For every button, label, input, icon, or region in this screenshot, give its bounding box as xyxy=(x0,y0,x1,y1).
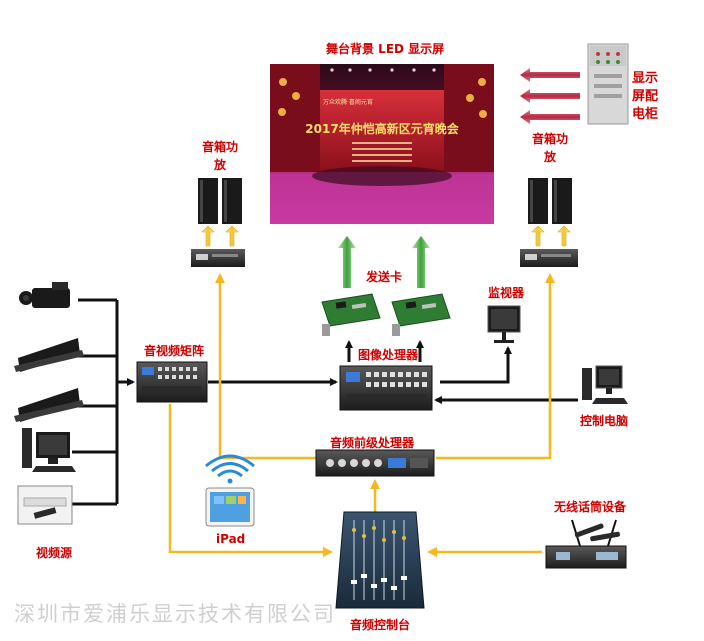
av-matrix-icon xyxy=(136,361,208,403)
ipad-label: iPad xyxy=(216,532,246,546)
image-processor-label: 图像处理器 xyxy=(358,348,419,362)
control-pc-label: 控制电脑 xyxy=(580,414,629,428)
screen-text-top: 万众欢腾·喜闹元宵 xyxy=(323,98,373,106)
sender-card-label: 发送卡 xyxy=(366,270,403,284)
screen-text-main: 2017年仲恺高新区元宵晚会 xyxy=(305,121,459,136)
monitor-label: 监视器 xyxy=(488,286,525,300)
speaker-left-label: 音箱功放 xyxy=(202,140,239,172)
power-arrows xyxy=(520,68,580,124)
cabinet-label: 显示屏配电柜 xyxy=(632,71,659,122)
wireless-mic-icon xyxy=(545,519,627,569)
audio-preprocessor-label: 音频前级处理器 xyxy=(330,436,415,450)
speaker-right-label: 音箱功放 xyxy=(532,132,569,164)
ipad-icon xyxy=(205,487,255,527)
sender-to-screen-arrows xyxy=(338,236,430,288)
camera-icon xyxy=(19,282,70,308)
processor-to-sender-arrows xyxy=(345,340,424,362)
control-pc-icon xyxy=(582,365,628,404)
speaker-right-icon xyxy=(528,178,572,224)
mixer-console-icon xyxy=(335,511,425,609)
video-source-label: 视频源 xyxy=(36,546,73,560)
speaker-left-icon xyxy=(198,178,242,224)
processor-to-monitor-line xyxy=(440,346,512,384)
image-processor-icon xyxy=(339,365,433,411)
sender-card-1-icon xyxy=(321,293,381,336)
video-source-lines xyxy=(72,298,135,506)
desktop-pc-icon xyxy=(22,428,76,472)
amp-to-speaker-right-arrows xyxy=(531,225,571,247)
led-screen-label: 舞台背景 LED 显示屏 xyxy=(326,42,445,56)
led-screen-image: 万众欢腾·喜闹元宵 2017年仲恺高新区元宵晚会 xyxy=(270,64,494,224)
mixer-label: 音频控制台 xyxy=(350,618,411,632)
company-watermark: 深圳市爱浦乐显示技术有限公司 xyxy=(14,602,336,626)
wireless-mic-label: 无线话筒设备 xyxy=(554,500,627,514)
av-matrix-label: 音视频矩阵 xyxy=(144,344,205,358)
audio-preprocessor-icon xyxy=(315,449,435,477)
wifi-icon xyxy=(205,454,255,484)
amp-right-icon xyxy=(520,249,578,267)
power-cabinet-icon xyxy=(587,43,629,125)
dvd-player-icon xyxy=(17,485,73,525)
laptop-2-icon xyxy=(14,388,84,422)
monitor-icon xyxy=(487,305,521,343)
amp-to-speaker-left-arrows xyxy=(201,225,239,247)
sender-card-2-icon xyxy=(391,293,451,336)
laptop-1-icon xyxy=(14,338,84,372)
amp-left-icon xyxy=(191,249,245,267)
